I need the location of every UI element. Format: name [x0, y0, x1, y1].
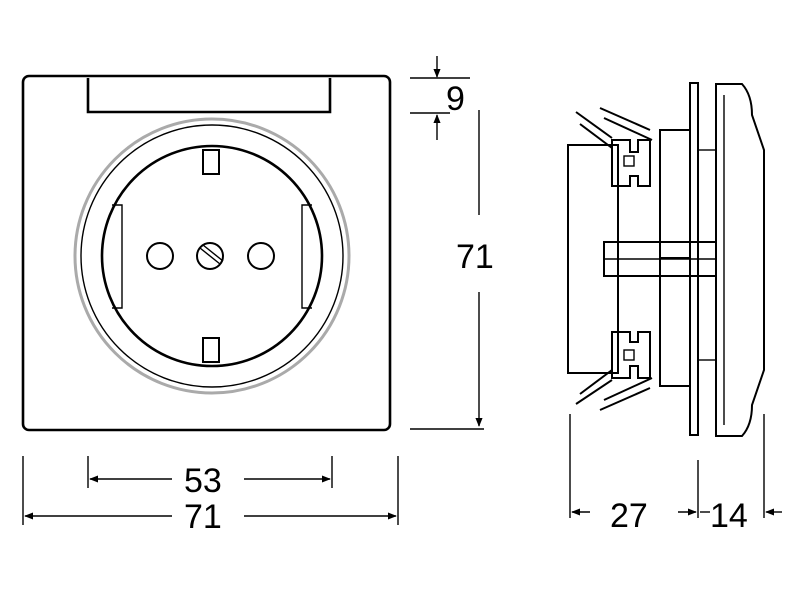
dim-label-27: 27	[610, 497, 648, 535]
dim-label-53: 53	[184, 462, 222, 500]
screw-slot-2	[202, 244, 224, 262]
center-screw-icon	[196, 242, 224, 270]
side-view	[567, 82, 765, 437]
dim-label-9: 9	[446, 80, 465, 118]
inner-ring	[80, 124, 344, 388]
outer-ring	[73, 117, 351, 395]
socket-recess	[100, 144, 324, 368]
top-earth-clip	[202, 149, 220, 175]
screw-slot	[199, 247, 221, 265]
upper-terminal	[575, 107, 653, 187]
dimension-9: 9	[410, 56, 470, 140]
lower-housing	[659, 257, 691, 387]
dimension-27: 27	[569, 414, 699, 535]
front-view	[21, 74, 392, 432]
dim-label-71-horizontal: 71	[184, 498, 222, 536]
right-pin-hole	[247, 242, 275, 270]
upper-housing	[659, 129, 691, 259]
dimension-71-vertical: 71	[410, 110, 494, 430]
left-pin-hole	[146, 242, 174, 270]
dimension-53: 53	[87, 456, 333, 500]
left-side-notch	[112, 204, 123, 309]
label-strip	[86, 78, 332, 114]
dim-label-14: 14	[710, 497, 748, 535]
dim-label-71-vertical: 71	[456, 238, 494, 276]
cover-frame	[715, 83, 765, 437]
bottom-earth-clip	[202, 337, 220, 363]
frame-outline	[21, 74, 392, 432]
dimension-71-horizontal: 71	[22, 456, 399, 536]
middle-spacer	[697, 149, 717, 361]
right-side-notch	[301, 204, 312, 309]
lower-terminal	[575, 331, 653, 411]
dimension-14: 14	[700, 414, 782, 535]
